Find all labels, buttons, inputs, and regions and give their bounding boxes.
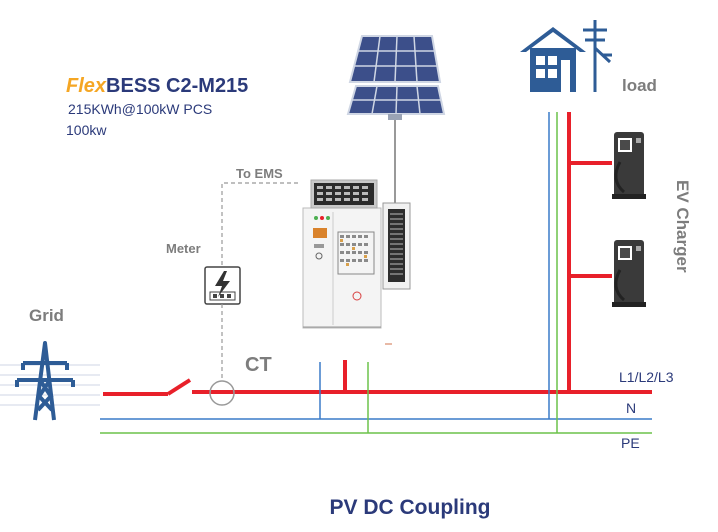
bess-cabinet-icon <box>302 179 382 329</box>
ems-link <box>221 182 300 265</box>
to-ems-label: To EMS <box>236 166 283 181</box>
diagram-title: PV DC Coupling <box>330 496 491 519</box>
ct-label: CT <box>245 354 272 376</box>
neutral-bus <box>100 112 652 420</box>
model-name: BESS C2-M215 <box>106 75 248 97</box>
phase-label: L1/L2/L3 <box>619 369 674 385</box>
ct-icon <box>209 380 235 406</box>
pv-combiner-icon <box>382 202 411 290</box>
utility-pole-icon <box>583 20 612 92</box>
transmission-tower-icon <box>0 341 100 421</box>
ev-charger-icon <box>612 132 646 199</box>
spec-power: 100kw <box>66 122 107 138</box>
meter-icon <box>204 266 241 305</box>
ev-charger-icon <box>612 240 646 307</box>
house-icon <box>520 27 586 92</box>
spec-capacity: 215KWh@100kW PCS <box>68 101 212 117</box>
pe-bus <box>100 112 652 434</box>
neutral-label: N <box>626 400 636 416</box>
load-label: load <box>622 76 657 95</box>
phase-bus <box>103 112 652 396</box>
grid-label: Grid <box>29 306 64 325</box>
ev-charger-label: EV Charger <box>673 180 692 273</box>
solar-panel-icon <box>346 35 446 120</box>
meter-label: Meter <box>166 241 201 256</box>
switch-icon <box>166 378 192 396</box>
pe-label: PE <box>621 435 640 451</box>
product-title: FlexBESS C2-M215 <box>66 75 248 97</box>
brand-italic: Flex <box>66 75 107 97</box>
